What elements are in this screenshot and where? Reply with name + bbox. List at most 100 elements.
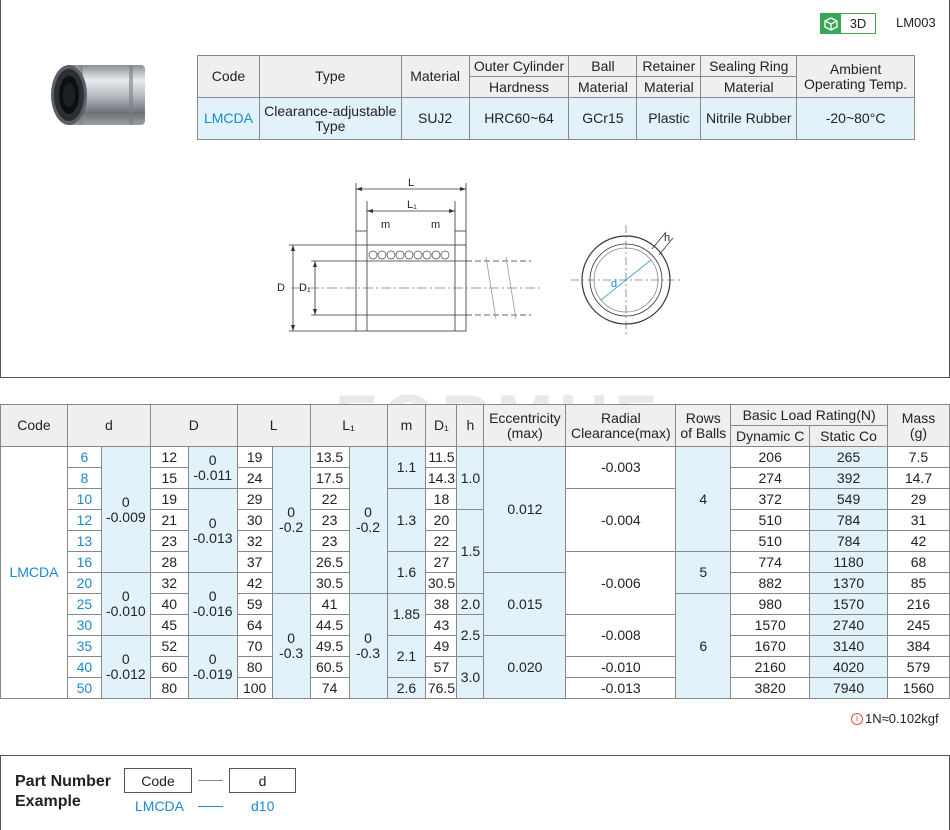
cell-d[interactable]: 16: [66, 551, 102, 573]
cell-D1: 49: [425, 635, 458, 657]
cell-dynamic-c: 2160: [730, 656, 811, 678]
header-D: D: [149, 404, 238, 447]
cell-d[interactable]: 8: [66, 467, 102, 489]
cell-D1: 30.5: [425, 572, 458, 594]
cell-dynamic-c: 882: [730, 572, 811, 594]
cell-L: 37: [236, 551, 273, 573]
dim-D1: D₁: [299, 282, 311, 294]
unit-note: i 1N≈0.102kgf: [851, 711, 939, 726]
cell-eccentricity: 0.015: [483, 572, 567, 636]
cell-d[interactable]: 25: [66, 593, 102, 615]
material-code-link[interactable]: LMCDA: [197, 97, 260, 140]
cell-sealing: Nitrile Rubber: [700, 97, 798, 140]
cell-D1: 20: [425, 509, 458, 531]
cell-d[interactable]: 30: [66, 614, 102, 636]
cell-L1: 41: [309, 593, 350, 615]
cell-h: 1.5: [456, 509, 485, 594]
header-material: Material: [400, 55, 470, 98]
header-type: Type: [258, 55, 402, 98]
product-code: LM003: [896, 15, 936, 30]
technical-drawing: L L₁ m m D D₁ d h: [277, 177, 681, 335]
cell-d-tolerance: 0-0.010: [101, 572, 151, 636]
cell-d[interactable]: 13: [66, 530, 102, 552]
cell-d[interactable]: 10: [66, 488, 102, 510]
cell-D-tolerance: 0-0.019: [188, 635, 238, 699]
cell-dynamic-c: 980: [730, 593, 811, 615]
cell-D: 52: [149, 635, 189, 657]
cell-D: 45: [149, 614, 189, 636]
cell-d[interactable]: 6: [66, 446, 102, 468]
cell-m: 1.3: [386, 488, 427, 552]
cell-hardness: HRC60~64: [468, 97, 570, 140]
cell-L-tolerance: 0-0.3: [272, 593, 311, 699]
cell-h: 2.0: [456, 593, 485, 615]
cell-L-tolerance: 0-0.2: [272, 446, 311, 594]
cell-D1: 27: [425, 551, 458, 573]
cell-dynamic-c: 274: [730, 467, 811, 489]
cell-static-co: 4020: [809, 656, 888, 678]
cell-rows-of-balls: 5: [675, 551, 732, 594]
cell-dynamic-c: 774: [730, 551, 811, 573]
cell-radial-clearance: -0.006: [565, 551, 677, 615]
cell-static-co: 3140: [809, 635, 888, 657]
example-separator: [198, 806, 223, 807]
header-ball-material: Material: [568, 76, 638, 98]
cell-mass: 216: [886, 593, 950, 615]
cell-L: 59: [236, 593, 273, 615]
cell-dynamic-c: 510: [730, 509, 811, 531]
cell-h: 3.0: [456, 656, 485, 699]
cell-L: 30: [236, 509, 273, 531]
d-box: d: [229, 768, 296, 793]
cell-mass: 1560: [886, 677, 950, 699]
header-sealing-material: Material: [700, 76, 798, 98]
header-h: h: [456, 404, 485, 447]
cell-static-co: 7940: [809, 677, 888, 699]
cell-D: 15: [149, 467, 189, 489]
cell-d[interactable]: 50: [66, 677, 102, 699]
dim-m-left: m: [381, 219, 390, 231]
3d-model-button[interactable]: 3D: [820, 13, 876, 34]
cell-static-co: 549: [809, 488, 888, 510]
cell-L1: 22: [309, 488, 350, 510]
spec-table: Code d D L L₁ m D₁ h Eccentricity(max) R…: [0, 404, 950, 699]
cell-d[interactable]: 20: [66, 572, 102, 594]
cell-m: 2.1: [386, 635, 427, 678]
cell-D1: 76.5: [425, 677, 458, 699]
dim-d: d: [611, 278, 617, 290]
header-D1: D₁: [425, 404, 458, 447]
code-link[interactable]: LMCDA: [0, 446, 68, 699]
cell-L1: 49.5: [309, 635, 350, 657]
product-info-panel: 3D LM003: [0, 0, 950, 378]
cell-m: 1.6: [386, 551, 427, 594]
dim-D: D: [277, 282, 285, 294]
cell-mass: 85: [886, 572, 950, 594]
header-code: Code: [197, 55, 260, 98]
header-L: L: [236, 404, 311, 447]
dim-L: L: [408, 177, 414, 189]
info-icon: i: [851, 712, 863, 725]
cell-temp: -20~80°C: [796, 97, 915, 140]
header-basic-load-rating: Basic Load Rating(N): [730, 404, 888, 426]
header-L1: L₁: [309, 404, 388, 447]
cell-D: 32: [149, 572, 189, 594]
cell-D1: 57: [425, 656, 458, 678]
cell-static-co: 392: [809, 467, 888, 489]
cell-dynamic-c: 3820: [730, 677, 811, 699]
cell-L: 19: [236, 446, 273, 468]
header-retainer-material: Material: [636, 76, 702, 98]
cell-d[interactable]: 35: [66, 635, 102, 657]
cell-L1: 30.5: [309, 572, 350, 594]
cell-D1: 38: [425, 593, 458, 615]
cell-d[interactable]: 12: [66, 509, 102, 531]
cell-d[interactable]: 40: [66, 656, 102, 678]
